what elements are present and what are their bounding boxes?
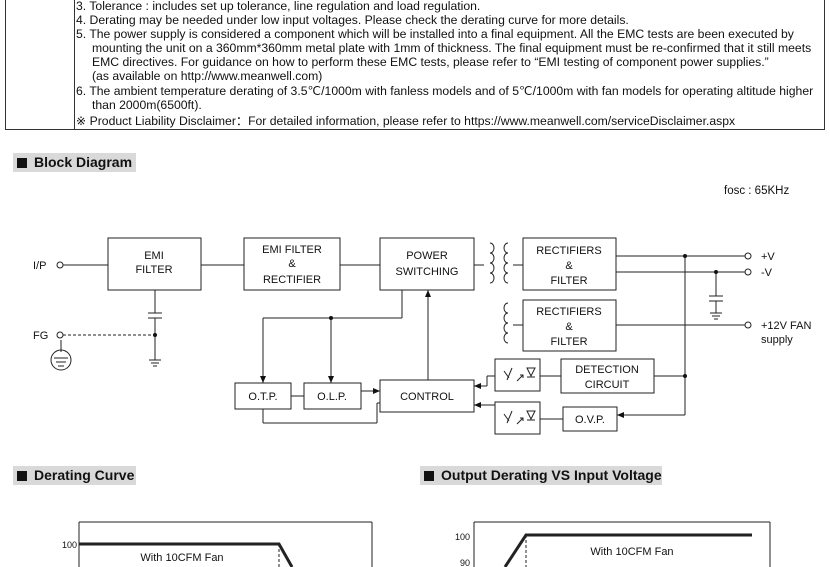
fan-output-label-2: supply (761, 334, 793, 346)
square-bullet-icon (424, 471, 434, 481)
output-neg-label: -V (761, 267, 773, 279)
power-switching-label-2: SWITCHING (396, 266, 459, 278)
olp-label: O.L.P. (317, 391, 347, 403)
fg-label: FG (33, 330, 48, 342)
rectifiers-2-label-2: & (565, 321, 573, 333)
square-bullet-icon (17, 471, 27, 481)
rectifiers-2-label-3: FILTER (550, 336, 587, 348)
otp-label: O.T.P. (248, 391, 277, 403)
ovp-label: O.V.P. (575, 414, 605, 426)
note-line-6b: than 2000m(6500ft). (92, 98, 202, 112)
note-line-5: 5. The power supply is considered a comp… (76, 27, 794, 41)
emi-filter-label-1: EMI (144, 250, 164, 262)
rectifiers-box-1 (522, 237, 617, 291)
emi-rectifier-label-1: EMI FILTER (262, 244, 322, 256)
emi-rectifier-box (243, 237, 341, 291)
output-derating-ytick-100: 100 (455, 532, 470, 542)
note-line-4: 4. Derating may be needed under low inpu… (76, 13, 629, 27)
emi-rectifier-label-3: RECTIFIER (263, 274, 321, 286)
ip-label: I/P (33, 260, 46, 272)
fosc-label: fosc : 65KHz (724, 185, 790, 197)
note-line-5d: (as available on http://www.meanwell.com… (92, 69, 323, 83)
detection-label-1: DETECTION (575, 364, 639, 376)
rectifiers-1-label-3: FILTER (550, 275, 587, 287)
output-pos-label: +V (761, 251, 775, 263)
note-line-3: 3. Tolerance : includes set up tolerance… (76, 0, 481, 13)
rectifiers-2-label-1: RECTIFIERS (536, 306, 601, 318)
note-line-5c: EMC directives. For guidance on how to p… (92, 55, 769, 69)
notes-divider (74, 0, 75, 129)
output-derating-title: Output Derating VS Input Voltage (420, 466, 662, 485)
rectifiers-1-label-2: & (565, 260, 573, 272)
detection-label-2: CIRCUIT (585, 379, 630, 391)
block-diagram-title: Block Diagram (13, 153, 136, 172)
emi-filter-label-2: FILTER (135, 264, 172, 276)
power-switching-label-1: POWER (406, 250, 448, 262)
emi-rectifier-label-2: & (288, 258, 296, 270)
note-line-5b: mounting the unit on a 360mm*360mm metal… (92, 41, 812, 55)
output-derating-series-label: With 10CFM Fan (590, 546, 673, 558)
derating-series-label: With 10CFM Fan (140, 552, 223, 564)
fan-output-label-1: +12V FAN (761, 320, 812, 332)
square-bullet-icon (17, 158, 27, 168)
control-label: CONTROL (400, 391, 454, 403)
notes-box (5, 0, 825, 130)
power-switching-box (379, 237, 475, 291)
derating-ytick-100: 100 (62, 540, 77, 550)
output-derating-ytick-90: 90 (460, 558, 470, 567)
note-line-6: 6. The ambient temperature derating of 3… (76, 84, 814, 98)
control-box (379, 379, 475, 413)
derating-curve-title: Derating Curve (13, 466, 136, 485)
optocoupler-1-box (494, 358, 541, 392)
optocoupler-2-box (494, 401, 541, 435)
disclaimer-line: ※ Product Liability Disclaimer：For detai… (76, 114, 736, 128)
rectifiers-1-label-1: RECTIFIERS (536, 245, 601, 257)
